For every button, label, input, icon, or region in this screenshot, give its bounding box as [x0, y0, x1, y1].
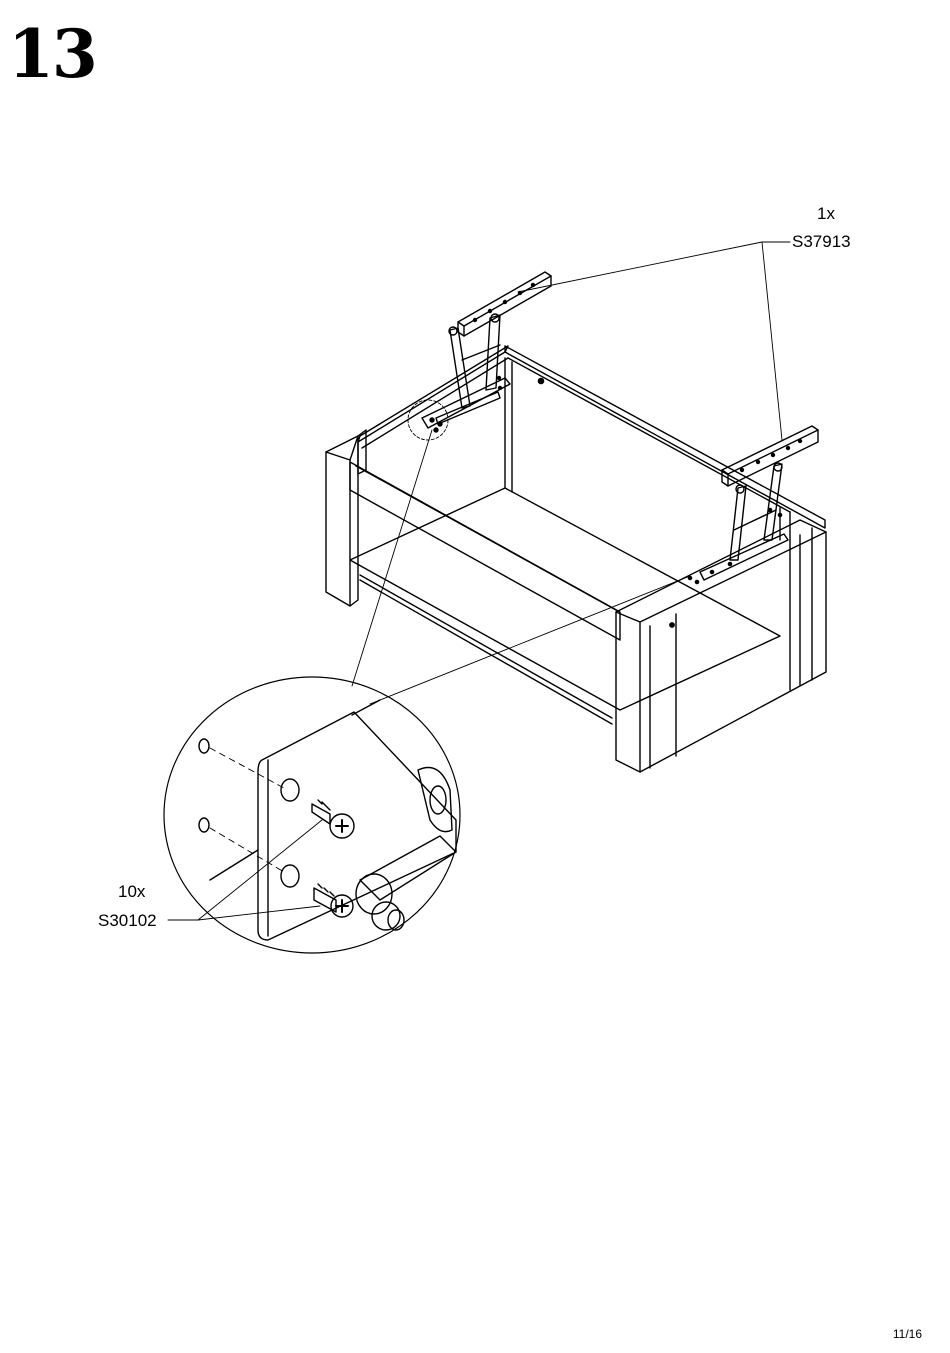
screw-upper	[312, 800, 354, 838]
lift-mechanism-left	[422, 272, 551, 432]
screw-lower	[314, 884, 353, 917]
page-number: 11/16	[893, 1327, 922, 1341]
table-frame	[326, 346, 826, 772]
pivot-arm	[356, 768, 456, 931]
